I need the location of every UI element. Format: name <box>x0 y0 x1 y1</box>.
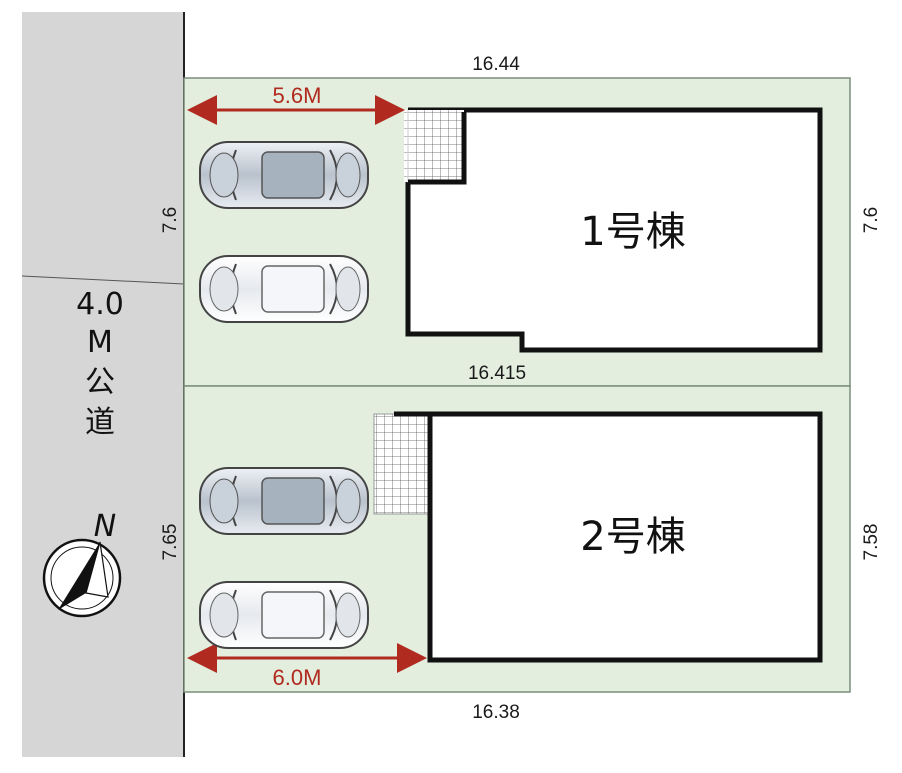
road-kind-char-1: 公 <box>85 365 115 400</box>
road-strip <box>22 12 184 757</box>
building-2-label: 2号棟 <box>580 514 685 560</box>
road-kind-char-2: 道 <box>85 405 115 440</box>
road-width-value: 4.0 <box>76 287 124 322</box>
building-2-outline <box>394 411 823 663</box>
lot-2-bottom-width: 16.38 <box>472 702 520 723</box>
building-1-label: 1号棟 <box>580 209 685 255</box>
lot-1-left-depth: 7.6 <box>160 207 181 233</box>
north-label: N <box>94 509 116 544</box>
lot-2-right-depth: 7.58 <box>861 524 882 561</box>
lot-1-bottom-width: 16.415 <box>468 363 526 384</box>
road-boundary-tick <box>21 275 185 285</box>
lot-2-entrance-grid <box>373 413 431 515</box>
road-width-unit: M <box>87 325 113 360</box>
lot-2-left-depth: 7.65 <box>160 524 181 561</box>
north-compass-icon <box>42 538 122 618</box>
lot-2-parking-depth: 6.0M <box>273 665 322 690</box>
car-lot-1-lower-icon <box>199 255 369 323</box>
car-lot-1-upper-icon <box>199 141 369 209</box>
car-lot-2-upper-icon <box>199 467 369 535</box>
car-lot-2-lower-icon <box>199 581 369 649</box>
lot-1-right-depth: 7.6 <box>861 207 882 233</box>
lot-1-parking-depth: 5.6M <box>273 83 322 108</box>
lot-1-top-width: 16.44 <box>472 54 520 75</box>
